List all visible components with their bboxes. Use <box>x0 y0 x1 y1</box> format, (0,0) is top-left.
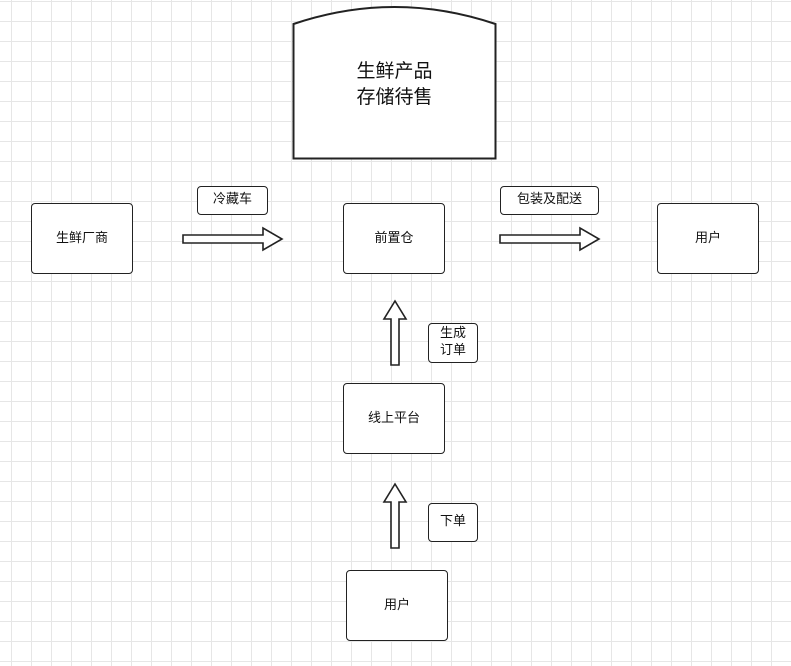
front-warehouse-node: 前置仓 <box>343 203 445 274</box>
generate-order-line-2: 订单 <box>439 343 466 358</box>
storage-shape <box>292 6 497 160</box>
storage-line-1: 生鲜产品 <box>356 60 433 83</box>
user-bottom-node: 用户 <box>346 570 448 641</box>
front-warehouse-label: 前置仓 <box>374 230 414 246</box>
generate-order-label: 生成 订单 <box>428 323 478 363</box>
arrow-user-to-platform <box>382 482 408 549</box>
cold-truck-label: 冷藏车 <box>197 186 268 215</box>
supplier-node: 生鲜厂商 <box>31 203 133 274</box>
arrow-supplier-to-warehouse <box>182 226 284 252</box>
online-platform-node: 线上平台 <box>343 383 445 454</box>
pack-deliver-label: 包装及配送 <box>500 186 599 215</box>
online-platform-label: 线上平台 <box>367 410 420 426</box>
place-order-label: 下单 <box>428 503 478 542</box>
user-bottom-label: 用户 <box>383 597 410 613</box>
storage-line-2: 存储待售 <box>356 86 433 108</box>
user-right-node: 用户 <box>657 203 759 274</box>
arrow-platform-to-warehouse <box>382 299 408 366</box>
supplier-label: 生鲜厂商 <box>55 230 108 246</box>
arrow-warehouse-to-user <box>499 226 601 252</box>
user-right-label: 用户 <box>694 230 721 246</box>
generate-order-line-1: 生成 <box>439 326 466 342</box>
storage-node-text: 生鲜产品 存储待售 <box>292 50 497 120</box>
